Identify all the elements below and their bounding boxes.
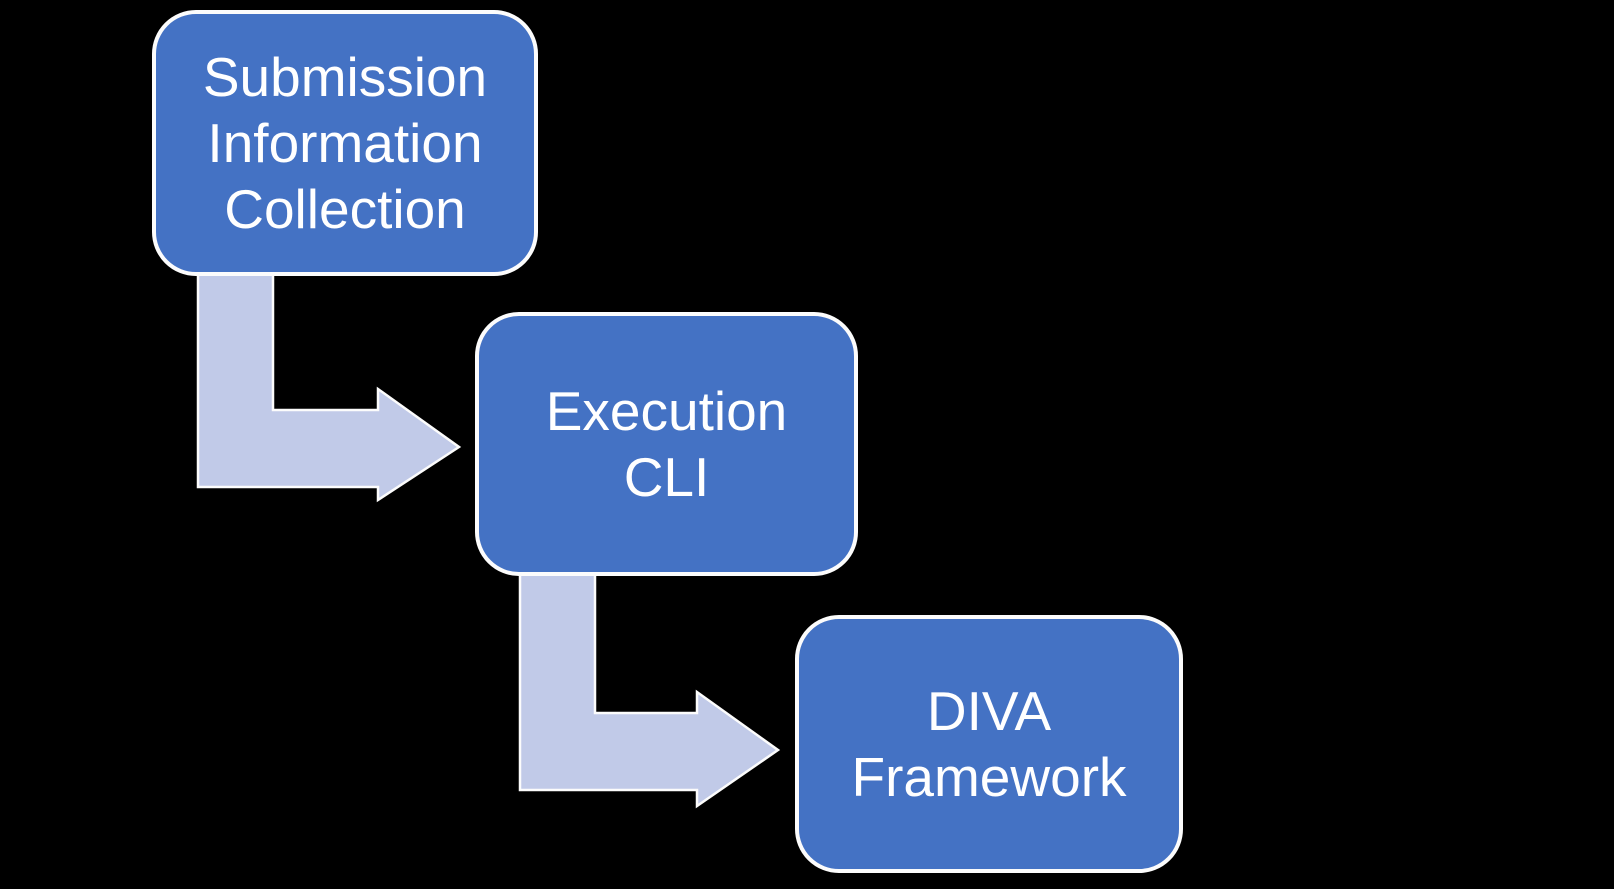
node-diva-framework: DIVA Framework bbox=[795, 615, 1183, 873]
node-label-diva-framework: DIVA Framework bbox=[851, 680, 1127, 808]
bent-arrow-execution-to-diva bbox=[518, 568, 781, 809]
bent-arrow-submission-to-execution bbox=[196, 268, 462, 503]
node-execution-cli: Execution CLI bbox=[475, 312, 858, 576]
node-label-execution-cli: Execution CLI bbox=[545, 380, 788, 508]
node-label-submission-information-collection: Submission Information Collection bbox=[202, 46, 488, 240]
node-submission-information-collection: Submission Information Collection bbox=[152, 10, 538, 276]
